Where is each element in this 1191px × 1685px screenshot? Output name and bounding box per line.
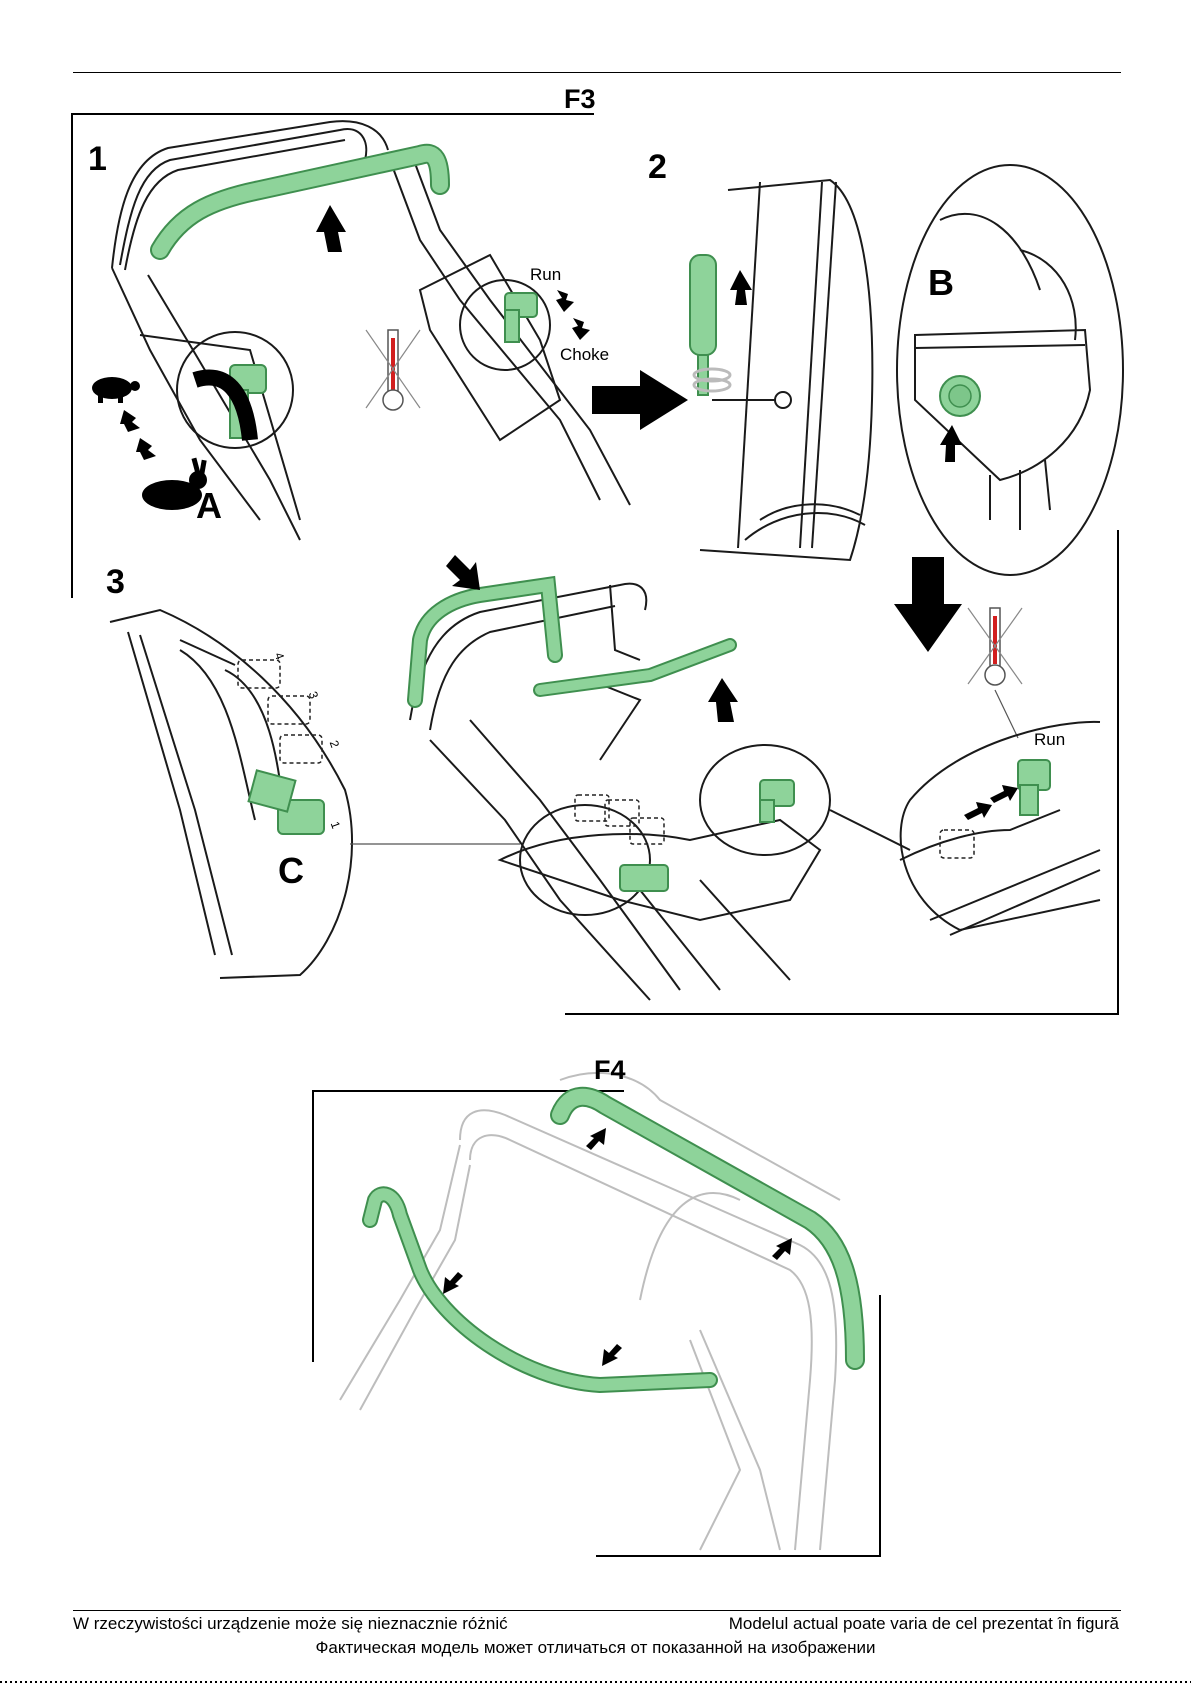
choke-lever xyxy=(505,293,537,342)
arrow-icon xyxy=(990,785,1018,803)
arrow-icon xyxy=(120,410,156,460)
callout-b: B xyxy=(928,262,954,304)
step-number-3: 3 xyxy=(106,563,125,602)
arrow-icon xyxy=(316,205,346,252)
label-choke: Choke xyxy=(560,345,609,365)
step-number-2: 2 xyxy=(648,148,667,187)
lever-ghost-positions xyxy=(238,660,322,763)
arrow-icon xyxy=(730,270,752,305)
callout-a: A xyxy=(196,485,222,527)
step-number-1: 1 xyxy=(88,140,107,179)
arrow-icon xyxy=(556,290,590,340)
figure-title-f4: F4 xyxy=(594,1055,626,1086)
arrow-icon xyxy=(592,370,688,430)
handle-assembly-3 xyxy=(410,584,910,1000)
arrow-icon xyxy=(940,425,962,462)
footer-rule xyxy=(73,1610,1121,1611)
turtle-icon xyxy=(92,377,140,403)
no-temperature-icon xyxy=(968,608,1022,685)
footer-text-ru: Фактическая модель может отличаться от п… xyxy=(0,1638,1191,1658)
arrow-icon xyxy=(708,678,738,722)
f4-lower-bar-highlight xyxy=(370,1194,710,1385)
no-temperature-icon xyxy=(366,330,420,410)
run-lever xyxy=(1018,760,1050,815)
lever-c xyxy=(249,770,324,834)
arrow-icon xyxy=(446,555,480,590)
footer-text-pl: W rzeczywistości urządzenie może się nie… xyxy=(73,1614,508,1634)
arrow-icon xyxy=(894,557,962,652)
detail-c-panel xyxy=(110,610,352,978)
callout-c: C xyxy=(278,850,304,892)
detail-b-circle xyxy=(897,165,1123,575)
detail-run-panel xyxy=(900,722,1100,935)
label-run-detail: Run xyxy=(1034,730,1065,750)
label-run: Run xyxy=(530,265,561,285)
arrow-icon xyxy=(964,802,992,820)
lever-c-mid xyxy=(620,865,668,891)
footer-text-ro: Modelul actual poate varia de cel prezen… xyxy=(729,1614,1119,1634)
